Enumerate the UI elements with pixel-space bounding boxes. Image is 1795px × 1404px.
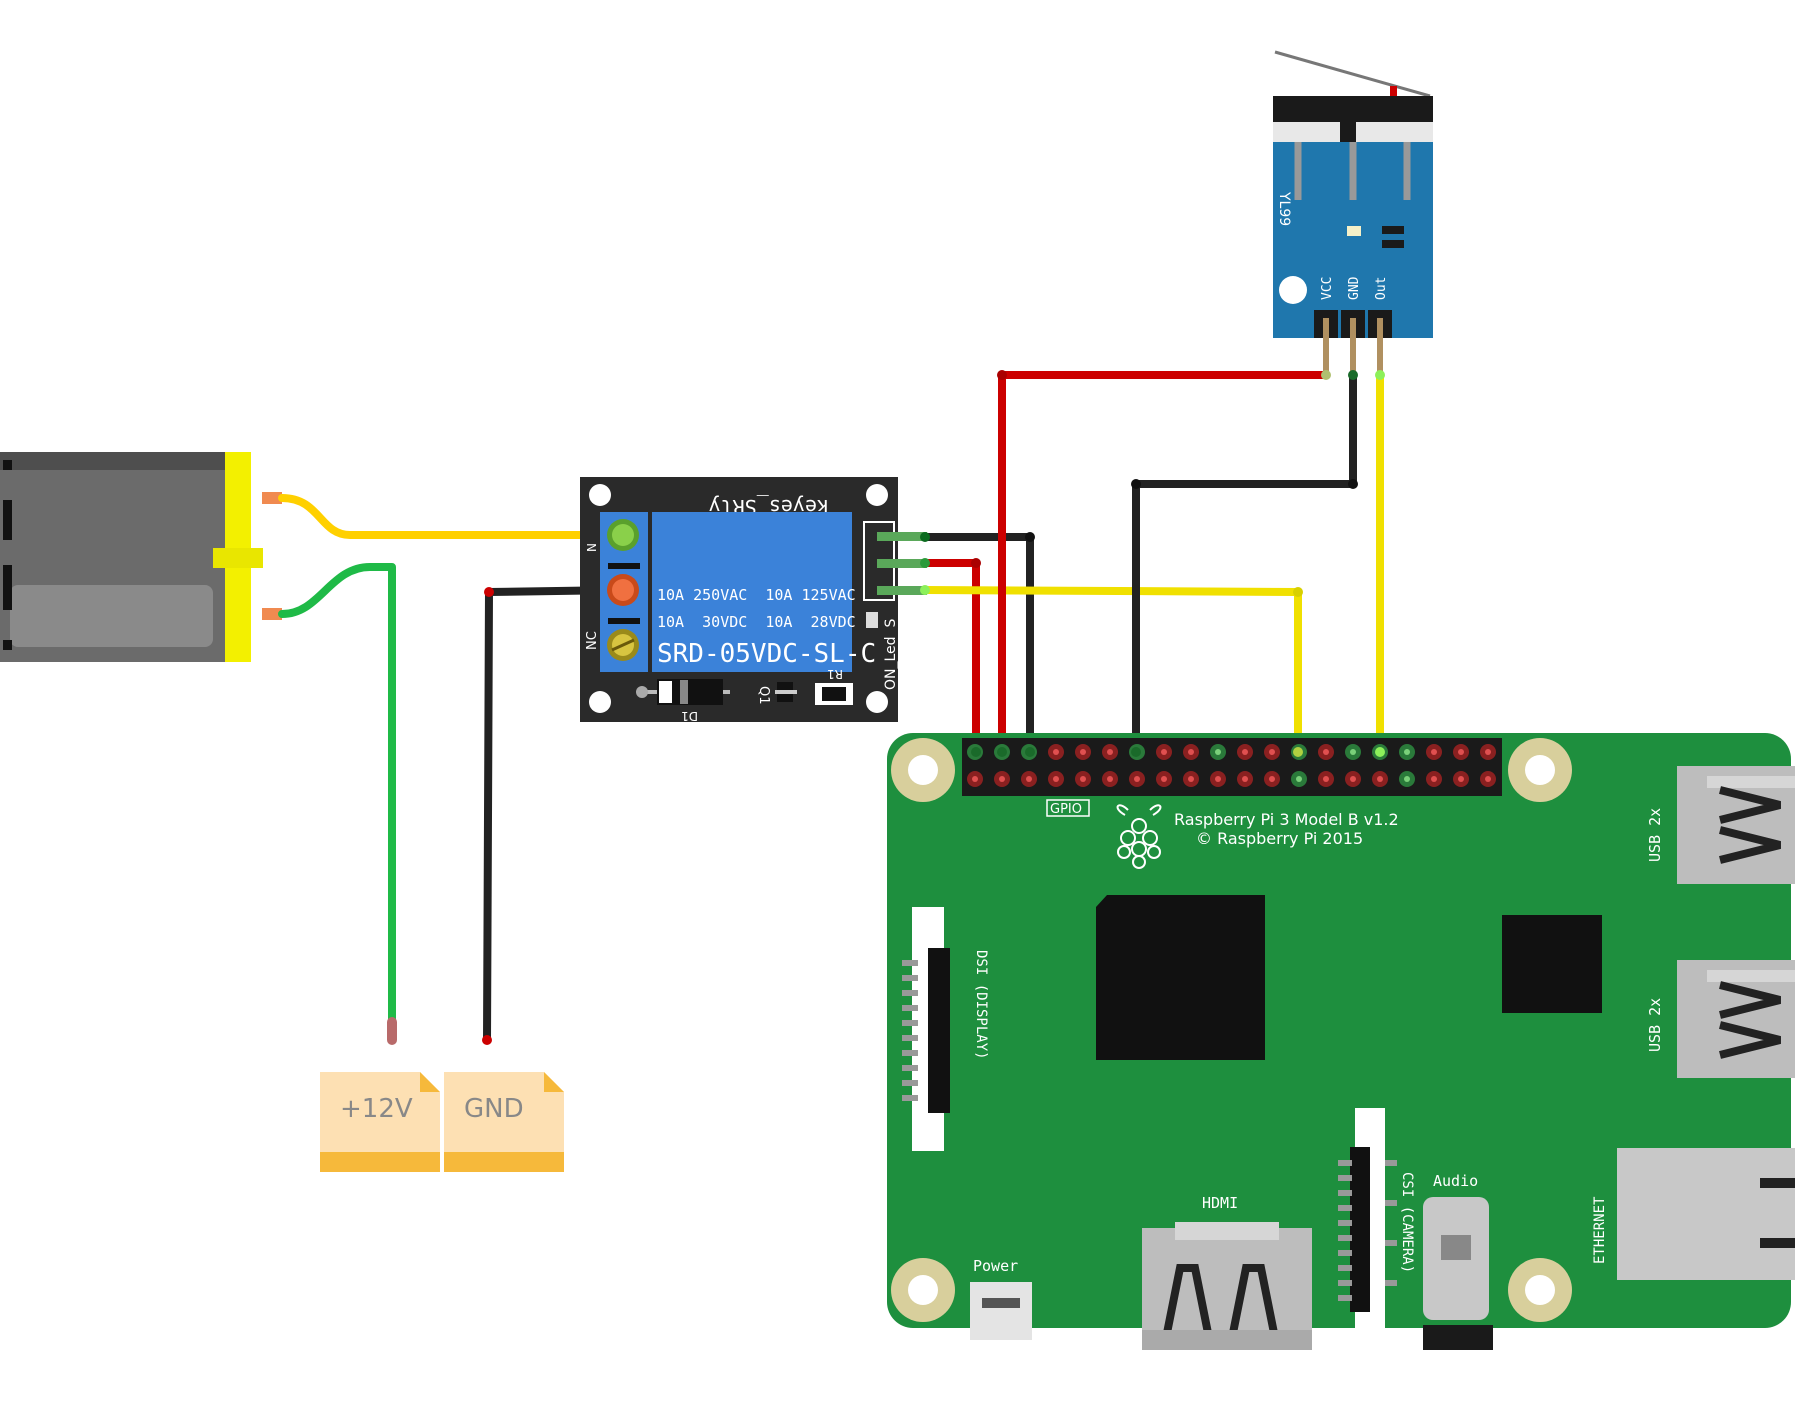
wire-end xyxy=(1131,747,1141,757)
power-port: Power xyxy=(970,1257,1032,1340)
sensor-pin-gnd: GND xyxy=(1347,276,1362,300)
gpio-pin-center xyxy=(1458,749,1464,755)
gpio-pin-center xyxy=(1080,749,1086,755)
dc-motor xyxy=(0,452,282,662)
pi-copyright: © Raspberry Pi 2015 xyxy=(1196,829,1363,848)
usb-controller-chip xyxy=(1502,915,1602,1013)
wire-motor-to-relay xyxy=(278,494,626,539)
relay-transistor: Q1 xyxy=(756,682,797,705)
gpio-pin-center xyxy=(1404,776,1410,782)
soc-chip xyxy=(1096,895,1265,1060)
gpio-pin-center xyxy=(1323,776,1329,782)
gpio-pin-center xyxy=(1053,776,1059,782)
gpio-label: GPIO xyxy=(1050,802,1082,817)
dsi-connector: DSI (DISPLAY) xyxy=(902,907,989,1151)
gpio-pin-center xyxy=(1161,749,1167,755)
wire-sensor-vcc-to-pi xyxy=(998,371,1330,756)
sensor-code: YL99 xyxy=(1276,191,1292,226)
gpio-pin-center xyxy=(1323,749,1329,755)
wire-motor-to-12v xyxy=(278,563,396,1039)
gpio-pin-center xyxy=(1242,776,1248,782)
wire-end xyxy=(1025,747,1035,757)
gpio-pin-center xyxy=(1080,776,1086,782)
gpio-pin-center xyxy=(1188,776,1194,782)
gpio-pin-center xyxy=(1269,749,1275,755)
hdmi-label: HDMI xyxy=(1202,1194,1238,1212)
ethernet-port: ETHERNET xyxy=(1592,1148,1795,1280)
usb-port-bottom: USB 2x xyxy=(1646,960,1795,1078)
relay-resistor: R1 xyxy=(815,667,853,705)
usb-port-top: USB 2x xyxy=(1646,766,1795,884)
audio-jack: Audio xyxy=(1423,1172,1493,1350)
csi-label: CSI (CAMERA) xyxy=(1399,1172,1415,1273)
gpio-pin-center xyxy=(1296,776,1302,782)
transistor-label: Q1 xyxy=(756,686,771,705)
relay-model: SRD-05VDC-SL-C xyxy=(657,639,876,669)
usb-top-label: USB 2x xyxy=(1646,808,1664,862)
yl99-sensor: YL99 VCC GND Out xyxy=(1273,50,1433,380)
gpio-pin-center xyxy=(1431,749,1437,755)
relay-side-label: ON_Led S xyxy=(883,619,899,690)
raspberry-logo-icon xyxy=(1116,804,1162,869)
relay-diode: D1 xyxy=(636,679,730,723)
hdmi-port: HDMI xyxy=(1142,1194,1312,1350)
gpio-pin-center xyxy=(1269,776,1275,782)
label-12v-text: +12V xyxy=(340,1094,413,1124)
gpio-pin-center xyxy=(1431,776,1437,782)
gpio-header xyxy=(962,738,1502,796)
label-gnd: GND xyxy=(444,1072,564,1172)
gpio-pin-center xyxy=(1107,776,1113,782)
gpio-pin-center xyxy=(1485,749,1491,755)
gpio-pin-center xyxy=(1458,776,1464,782)
pi-model: Raspberry Pi 3 Model B v1.2 xyxy=(1174,810,1399,829)
audio-label: Audio xyxy=(1433,1172,1478,1190)
gpio-pin-center xyxy=(1350,776,1356,782)
relay-pin-nc-label: NC xyxy=(585,631,600,650)
wire-end xyxy=(1375,747,1385,757)
ethernet-label: ETHERNET xyxy=(1592,1196,1608,1264)
gpio-pin-center xyxy=(1377,776,1383,782)
dsi-label: DSI (DISPLAY) xyxy=(973,950,989,1060)
gpio-pin-center xyxy=(999,776,1005,782)
relay-rating-line2: 10A 30VDC 10A 28VDC xyxy=(657,613,856,631)
gpio-pin-center xyxy=(1404,749,1410,755)
resistor-label: R1 xyxy=(827,667,843,681)
relay-rating-line1: 10A 250VAC 10A 125VAC xyxy=(657,586,856,604)
wire-sensor-gnd-to-pi xyxy=(1132,371,1357,756)
sensor-pin-out: Out xyxy=(1374,277,1389,300)
gpio-pin-center xyxy=(1188,749,1194,755)
gpio-pin-center xyxy=(1053,749,1059,755)
gpio-pin-center xyxy=(1026,776,1032,782)
wire-end xyxy=(971,747,981,757)
gpio-pin-center xyxy=(1161,776,1167,782)
gpio-pin-center xyxy=(1215,776,1221,782)
relay-module: keyes_SRly N NC 10A 250VAC 10A 125VAC 10… xyxy=(580,477,927,723)
gpio-pin-center xyxy=(1242,749,1248,755)
gpio-pin-center xyxy=(1134,776,1140,782)
wire-relay-signal-to-pi xyxy=(921,586,1302,756)
usb-bottom-label: USB 2x xyxy=(1646,998,1664,1052)
power-label: Power xyxy=(973,1257,1018,1275)
gpio-pin-center xyxy=(1215,749,1221,755)
sensor-pin-vcc: VCC xyxy=(1320,277,1335,300)
diode-label: D1 xyxy=(681,709,698,723)
wire-end xyxy=(1293,747,1303,757)
label-gnd-text: GND xyxy=(464,1094,524,1124)
label-12v: +12V xyxy=(320,1072,440,1172)
raspberry-pi: GPIO Raspberry Pi 3 Model B v1.2 © Raspb… xyxy=(887,733,1795,1350)
wire-end xyxy=(997,747,1007,757)
gpio-pin-center xyxy=(972,776,978,782)
csi-connector: CSI (CAMERA) xyxy=(1338,1108,1415,1328)
relay-pin-no-label: N xyxy=(585,543,599,552)
gpio-pin-center xyxy=(1485,776,1491,782)
gpio-pin-center xyxy=(1107,749,1113,755)
gpio-pin-center xyxy=(1350,749,1356,755)
